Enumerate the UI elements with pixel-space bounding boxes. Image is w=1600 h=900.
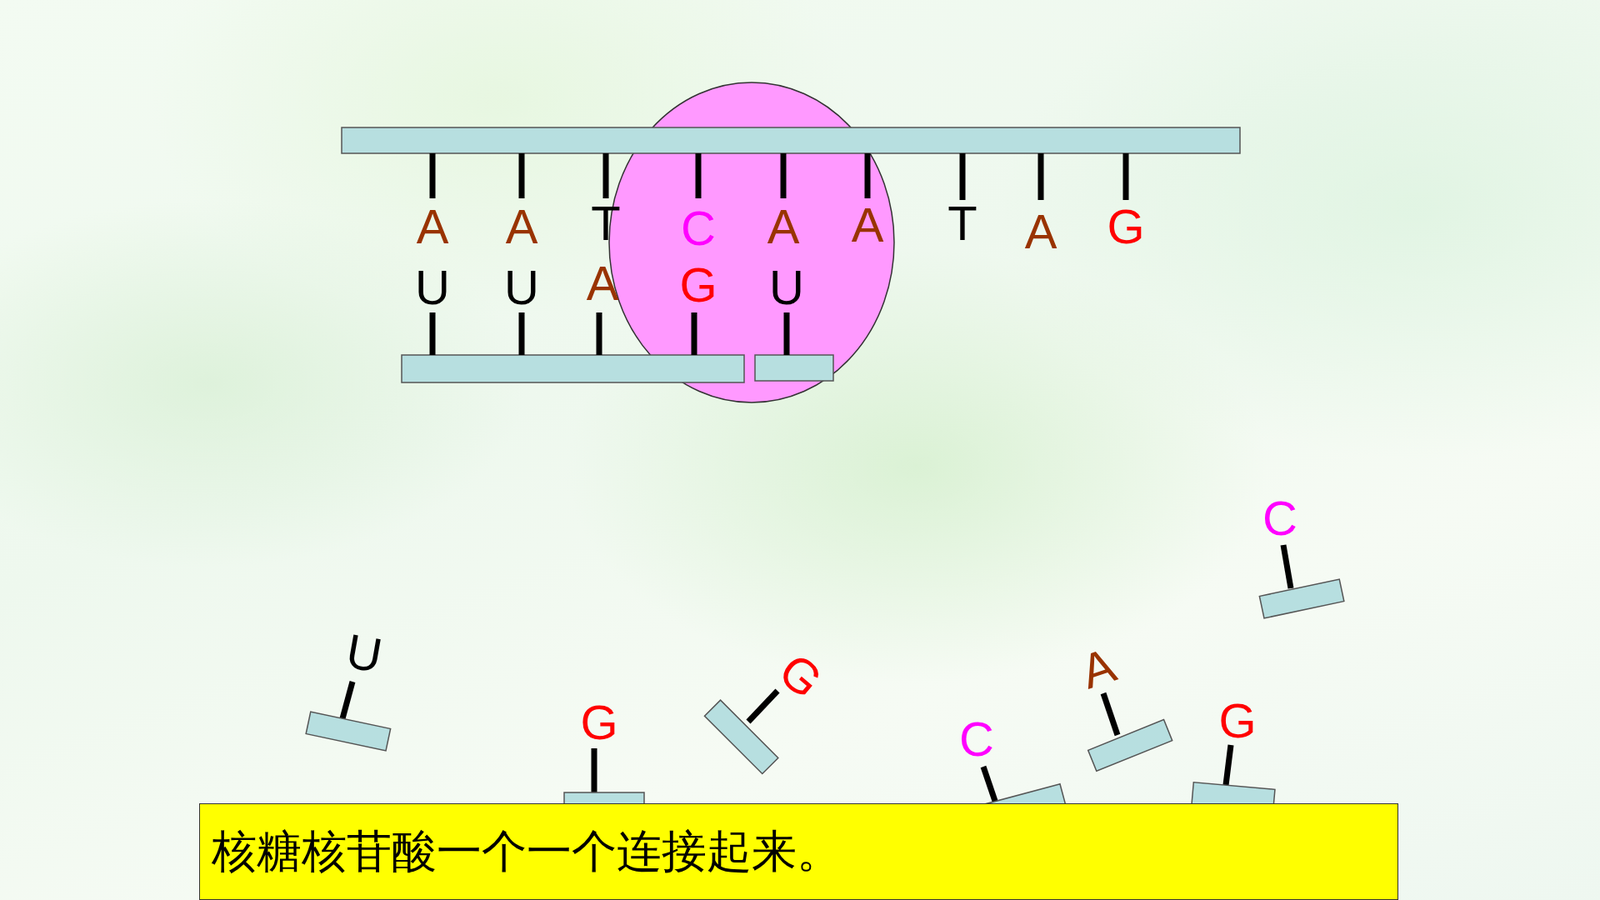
base-letter: A <box>416 202 450 251</box>
base-letter: T <box>947 199 977 248</box>
base-letter: T <box>590 199 620 248</box>
rna-base-stems <box>432 312 787 355</box>
base-letter: A <box>586 259 620 308</box>
base-letter: C <box>1262 494 1298 543</box>
dna-strand <box>341 127 1240 154</box>
dna-base-stems <box>432 153 1126 200</box>
base-letter: A <box>1025 207 1058 256</box>
rna-strand <box>401 355 834 383</box>
base-letter: U <box>769 263 805 312</box>
base-letter: U <box>342 626 385 680</box>
base-letter: G <box>580 698 618 747</box>
base-letter: C <box>959 715 995 764</box>
base-letter: A <box>1075 640 1122 696</box>
base-letter: G <box>770 645 831 706</box>
base-letter: G <box>1218 696 1256 745</box>
base-letter: A <box>767 202 800 251</box>
caption-box: 核糖核苷酸一个一个连接起来。 <box>199 803 1399 900</box>
base-letter: U <box>415 263 450 312</box>
base-letter: A <box>851 200 885 250</box>
base-letter: C <box>680 204 716 253</box>
base-letter: A <box>505 202 539 251</box>
base-letter: U <box>504 263 540 312</box>
caption-text: 核糖核苷酸一个一个连接起来。 <box>211 821 842 883</box>
base-letter: G <box>679 260 717 310</box>
base-letter: G <box>1106 202 1145 251</box>
free-nucleotides <box>305 545 1345 827</box>
